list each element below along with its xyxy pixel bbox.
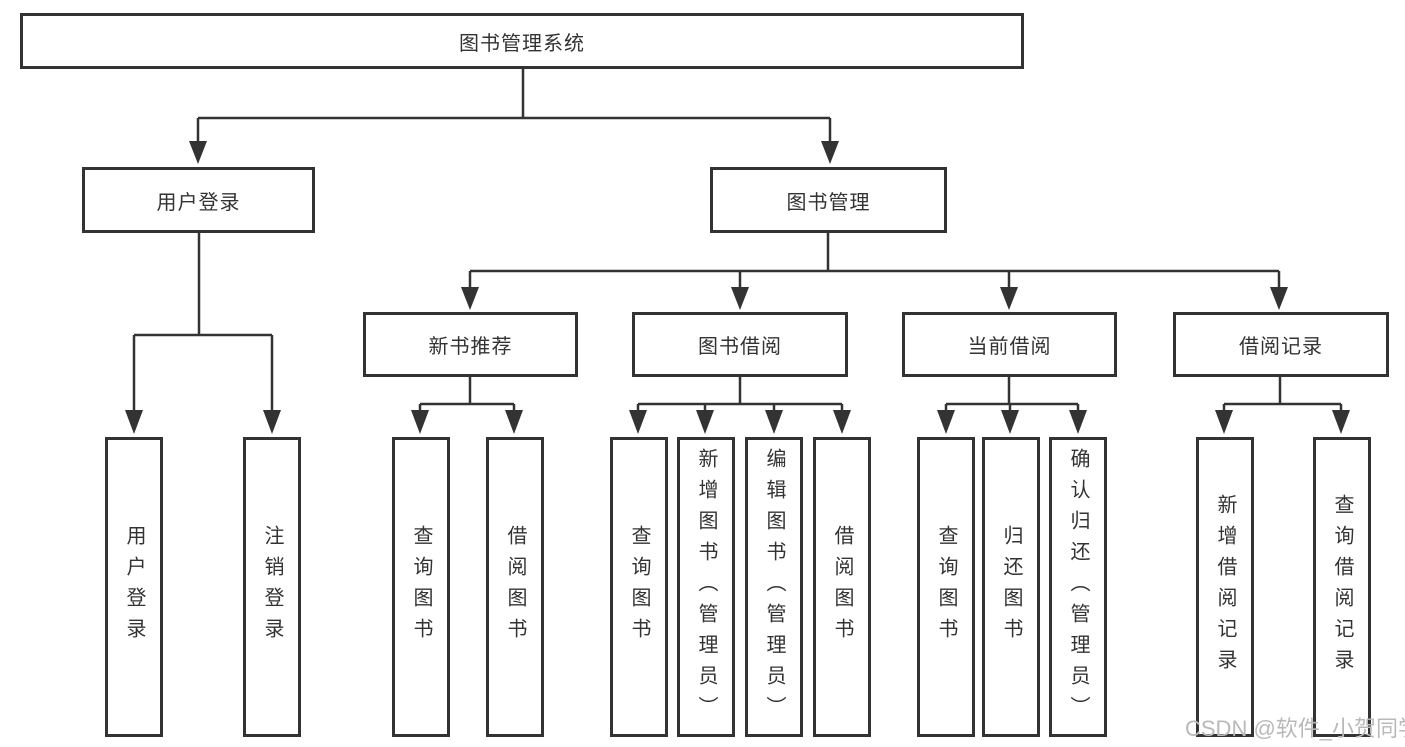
leaf-logout: 注销登录 bbox=[243, 437, 301, 737]
node-new-book-recommend: 新书推荐 bbox=[363, 312, 578, 377]
node-book-management-label: 图书管理 bbox=[786, 191, 871, 214]
node-root-system: 图书管理系统 bbox=[20, 13, 1024, 69]
leaf-add-borrow-record-label: 新增借阅记录 bbox=[1214, 494, 1236, 680]
leaf-query-books-current-label: 查询图书 bbox=[935, 525, 957, 649]
node-book-borrow-label: 图书借阅 bbox=[698, 336, 782, 358]
leaf-add-borrow-record: 新增借阅记录 bbox=[1196, 437, 1254, 737]
leaf-query-books-borrow-label: 查询图书 bbox=[628, 525, 650, 649]
leaf-query-borrow-record: 查询借阅记录 bbox=[1313, 437, 1371, 737]
leaf-return-book-label: 归还图书 bbox=[1000, 525, 1022, 649]
leaf-borrow-books: 借阅图书 bbox=[813, 437, 871, 737]
node-root-label: 图书管理系统 bbox=[459, 32, 585, 55]
node-book-management: 图书管理 bbox=[710, 167, 947, 233]
leaf-query-borrow-record-label: 查询借阅记录 bbox=[1331, 494, 1353, 680]
node-new-book-recommend-label: 新书推荐 bbox=[428, 336, 513, 358]
leaf-query-books-recommend: 查询图书 bbox=[392, 437, 450, 737]
node-borrow-records-label: 借阅记录 bbox=[1239, 336, 1323, 358]
leaf-confirm-return-admin-label: 确认归还（管理员） bbox=[1067, 447, 1089, 727]
leaf-confirm-return-admin: 确认归还（管理员） bbox=[1049, 437, 1107, 737]
leaf-borrow-books-recommend: 借阅图书 bbox=[486, 437, 544, 737]
leaf-query-books-recommend-label: 查询图书 bbox=[410, 525, 432, 649]
node-current-borrow: 当前借阅 bbox=[902, 312, 1117, 377]
leaf-user-login-label: 用户登录 bbox=[123, 525, 145, 649]
leaf-borrow-books-label: 借阅图书 bbox=[831, 525, 853, 649]
leaf-borrow-books-recommend-label: 借阅图书 bbox=[504, 525, 526, 649]
leaf-query-books-borrow: 查询图书 bbox=[610, 437, 668, 737]
node-user-login-label: 用户登录 bbox=[156, 191, 241, 214]
leaf-user-login: 用户登录 bbox=[105, 437, 163, 737]
leaf-query-books-current: 查询图书 bbox=[917, 437, 975, 737]
node-user-login: 用户登录 bbox=[82, 167, 315, 233]
leaf-edit-book-admin: 编辑图书（管理员） bbox=[745, 437, 803, 737]
watermark-text: CSDN @软件_小贺同学 bbox=[1185, 716, 1405, 741]
node-current-borrow-label: 当前借阅 bbox=[967, 336, 1052, 358]
leaf-edit-book-admin-label: 编辑图书（管理员） bbox=[763, 447, 785, 727]
leaf-logout-label: 注销登录 bbox=[261, 525, 283, 649]
node-borrow-records: 借阅记录 bbox=[1173, 312, 1389, 377]
node-book-borrow: 图书借阅 bbox=[632, 312, 848, 377]
leaf-add-book-admin-label: 新增图书（管理员） bbox=[695, 447, 717, 727]
leaf-add-book-admin: 新增图书（管理员） bbox=[677, 437, 735, 737]
leaf-return-book: 归还图书 bbox=[982, 437, 1040, 737]
